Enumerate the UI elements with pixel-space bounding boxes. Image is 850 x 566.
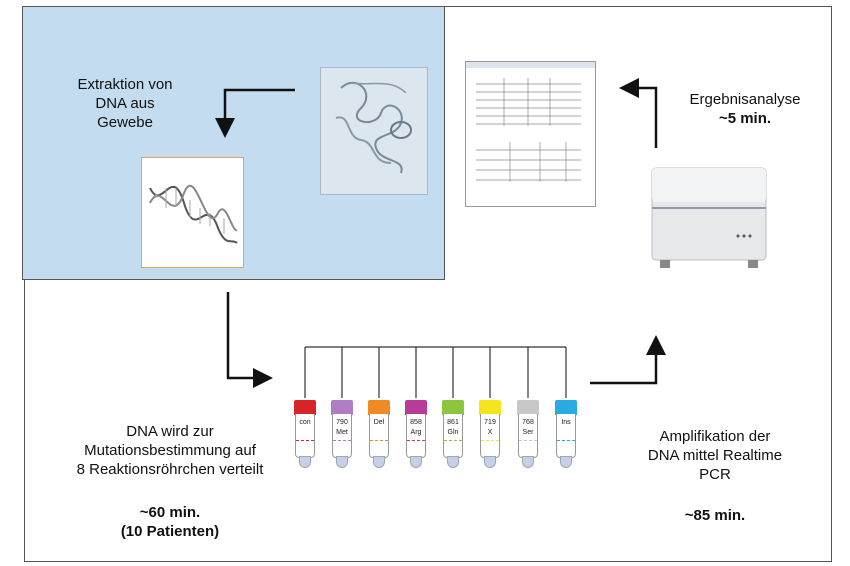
dna-helix-image <box>141 157 244 268</box>
tube-tip <box>522 456 534 468</box>
tube-label-bottom: Met <box>336 429 348 436</box>
arrow-tubes-to-pcr <box>590 335 666 385</box>
amplification-line-1: Amplifikation der <box>659 428 771 445</box>
distribution-time: ~60 min. <box>139 504 201 521</box>
tube-band <box>370 440 388 441</box>
reaction-tube: Del <box>368 400 390 472</box>
tube-cap <box>517 400 539 415</box>
tube-label-top: 719 <box>484 419 496 426</box>
tube-label-bottom: Gln <box>447 429 459 436</box>
amplification-line-2: DNA mittel Realtime <box>647 447 783 464</box>
analysis-line-1: Ergebnisanalyse <box>689 91 801 108</box>
tube-band <box>481 440 499 441</box>
tube-cap <box>555 400 577 415</box>
amplification-time-block: ~85 min. <box>615 506 815 525</box>
tube-cap <box>368 400 390 415</box>
tube-band <box>519 440 537 441</box>
tube-band <box>296 440 314 441</box>
tube-label-bottom: Arg <box>410 429 422 436</box>
tube-label-bottom: Ser <box>522 429 534 436</box>
extraction-label: Extraktion von DNA aus Gewebe <box>40 75 210 132</box>
analysis-time: ~5 min. <box>718 110 772 127</box>
tube-tip <box>410 456 422 468</box>
tube-cap <box>442 400 464 415</box>
tube-label-top: Ins <box>561 419 571 426</box>
amplification-label: Amplifikation der DNA mittel Realtime PC… <box>615 427 815 484</box>
distribution-line-1: DNA wird zur <box>126 423 214 440</box>
distribution-bracket <box>304 346 567 398</box>
tube-label-top: con <box>299 419 311 426</box>
tube-band <box>444 440 462 441</box>
tube-cap <box>405 400 427 415</box>
analysis-label: Ergebnisanalyse ~5 min. <box>660 90 830 128</box>
arrow-pcr-to-report <box>619 78 658 148</box>
distribution-label: DNA wird zur Mutationsbestimmung auf 8 R… <box>50 422 290 479</box>
tube-tip <box>484 456 496 468</box>
arrow-dna-to-tubes <box>226 292 273 388</box>
pcr-instrument-image <box>648 162 770 272</box>
tube-tip <box>336 456 348 468</box>
reaction-tube: Ins <box>555 400 577 472</box>
arrow-extraction-to-dna <box>215 88 295 138</box>
extraction-line-3: Gewebe <box>97 114 153 131</box>
tube-label-top: 790 <box>336 419 348 426</box>
tube-label-bottom: X <box>487 429 493 436</box>
tube-tip <box>299 456 311 468</box>
tube-cap <box>331 400 353 415</box>
tube-tip <box>447 456 459 468</box>
extraction-line-1: Extraktion von <box>77 76 173 93</box>
distribution-time-block: ~60 min. (10 Patienten) <box>50 503 290 541</box>
distribution-note: (10 Patienten) <box>120 523 220 540</box>
tube-label-top: Del <box>373 419 385 426</box>
tube-label-top: 861 <box>447 419 459 426</box>
tube-label-top: 768 <box>522 419 534 426</box>
tube-label-top: 858 <box>410 419 422 426</box>
distribution-line-2: Mutationsbestimmung auf <box>84 442 256 459</box>
extraction-line-2: DNA aus <box>95 95 155 112</box>
amplification-time: ~85 min. <box>684 507 746 524</box>
tube-cap <box>479 400 501 415</box>
tube-band <box>407 440 425 441</box>
result-report-image <box>465 61 596 207</box>
tube-band <box>333 440 351 441</box>
tube-tip <box>373 456 385 468</box>
tube-tip <box>560 456 572 468</box>
distribution-line-3: 8 Reaktionsröhrchen verteilt <box>76 461 264 478</box>
reaction-tube: con <box>294 400 316 472</box>
tissue-image <box>320 67 428 195</box>
amplification-line-3: PCR <box>699 466 731 483</box>
tube-band <box>557 440 575 441</box>
tube-cap <box>294 400 316 415</box>
